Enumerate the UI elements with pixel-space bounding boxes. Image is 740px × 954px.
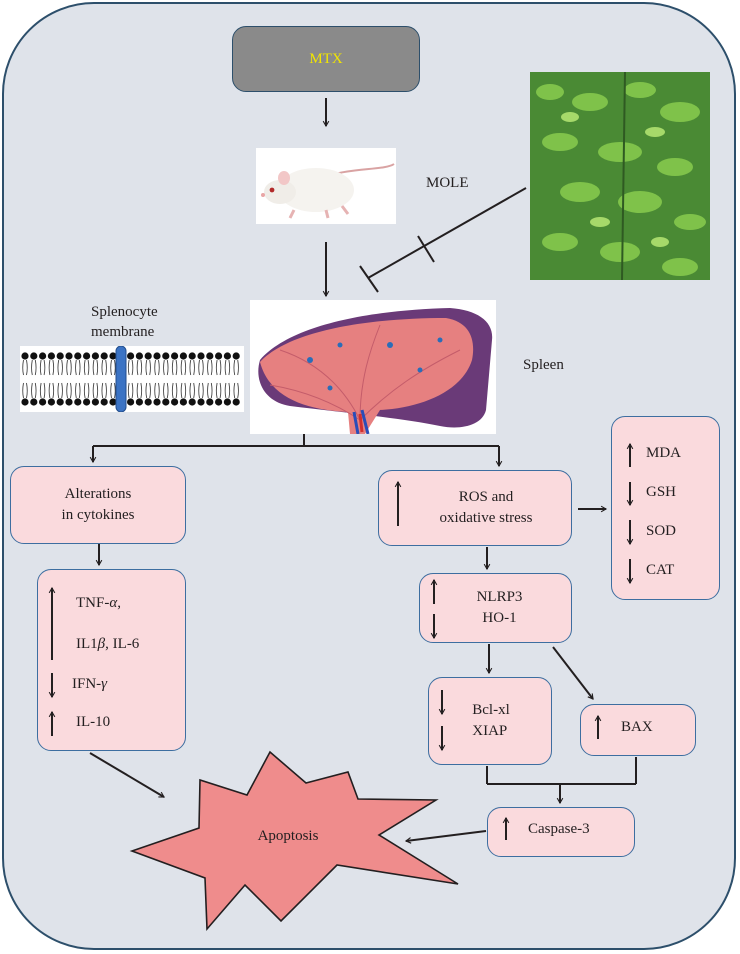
mole-inhibition-bar <box>359 265 379 293</box>
bax-box: BAX <box>580 704 696 756</box>
il1-il6-label: IL1β, IL-6 <box>76 636 140 652</box>
gsh-label: GSH <box>646 484 677 500</box>
alterations-line2: in cytokines <box>61 507 135 523</box>
mtx-label: MTX <box>309 50 343 67</box>
splenocyte-label-line2: membrane <box>91 324 155 340</box>
apoptosis-label: Apoptosis <box>258 828 319 844</box>
mole-inhibition-line <box>367 187 527 279</box>
splenocyte-label-line1: Splenocyte <box>91 304 158 320</box>
mole-label: MOLE <box>426 175 469 191</box>
arrow-caspase-to-apoptosis <box>404 830 487 844</box>
ros-line2: oxidative stress <box>439 510 533 526</box>
ros-line1: ROS and <box>458 489 514 505</box>
mouse-image <box>256 148 396 224</box>
splenocyte-membrane-image <box>20 345 244 413</box>
arrow-nlrp3-to-bax <box>552 646 594 700</box>
ros-box: ROS and oxidative stress <box>378 470 572 546</box>
cat-label: CAT <box>646 562 675 578</box>
cytokines-box: TNF-α, IL1β, IL-6 IFN-γ IL-10 <box>37 569 186 751</box>
nlrp3-label: NLRP3 <box>476 589 523 605</box>
arrow-cytokines-to-apoptosis <box>89 752 165 798</box>
bclxl-label: Bcl-xl <box>472 702 510 718</box>
xiap-label: XIAP <box>472 723 508 739</box>
caspase3-label: Caspase-3 <box>528 821 590 837</box>
ifn-label: IFN-γ <box>72 676 108 692</box>
caspase3-box: Caspase-3 <box>487 807 635 857</box>
mtx-box: MTX <box>232 26 420 92</box>
bax-label: BAX <box>621 719 653 735</box>
bcl-xiap-box: Bcl-xl XIAP <box>428 677 552 765</box>
spleen-label: Spleen <box>523 357 564 373</box>
mole-inhibition-cross <box>417 235 435 263</box>
moringa-leaves-image <box>530 72 710 280</box>
alterations-box: Alterations in cytokines <box>10 466 186 544</box>
ho1-label: HO-1 <box>482 610 517 626</box>
spleen-image <box>250 300 496 435</box>
il10-label: IL-10 <box>76 714 111 730</box>
sod-label: SOD <box>646 523 677 539</box>
mda-label: MDA <box>646 445 682 461</box>
apoptosis-burst <box>129 750 459 932</box>
alterations-line1: Alterations <box>64 486 132 502</box>
tnf-label: TNF-α, <box>76 595 121 611</box>
nlrp3-ho1-box: NLRP3 HO-1 <box>419 573 572 643</box>
